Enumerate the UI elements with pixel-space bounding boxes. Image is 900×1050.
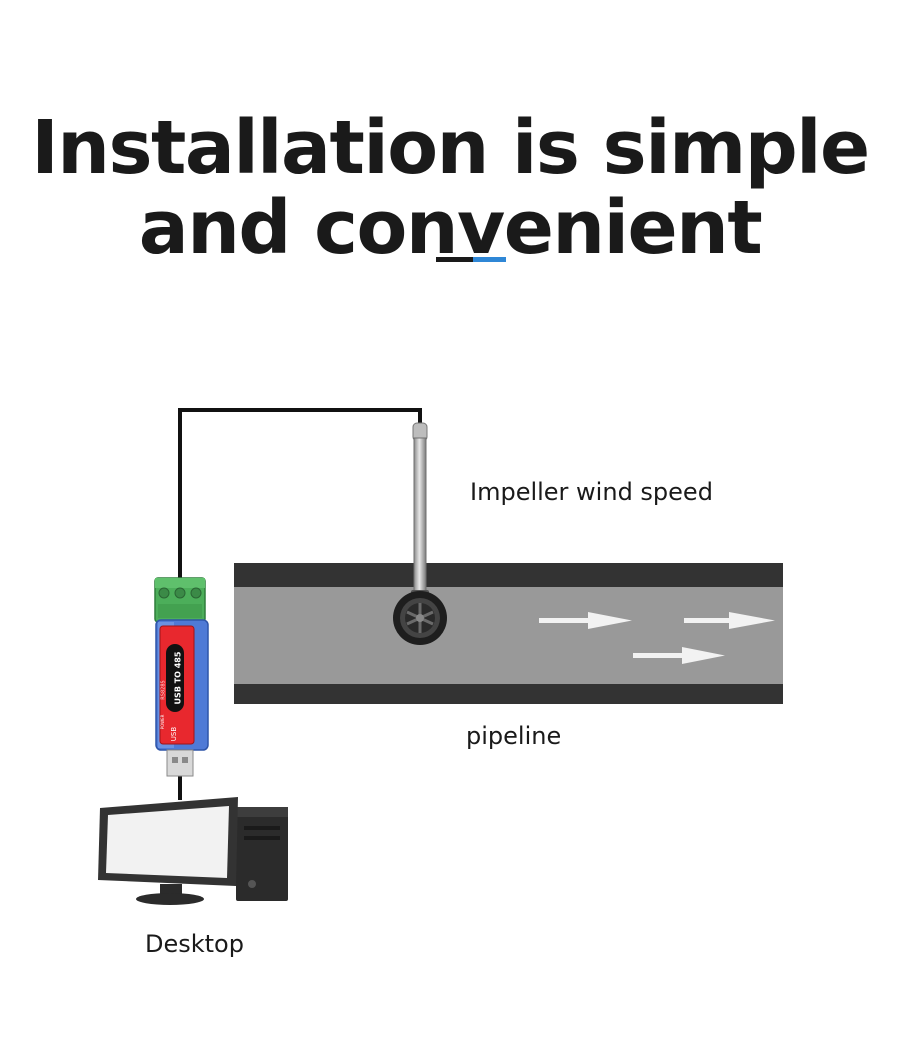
converter-label-main: USB TO 485 — [174, 651, 183, 704]
pipeline — [234, 563, 783, 704]
pipeline-wall-top — [234, 563, 783, 587]
title-line-1: Installation is simple — [31, 104, 870, 191]
divider-blue-segment — [473, 257, 506, 262]
converter-label-brand: RS8285 — [161, 680, 167, 699]
title-line-2: and convenient — [138, 184, 763, 271]
pipeline-wall-bottom — [234, 684, 783, 704]
impeller-anemometer-icon — [393, 422, 447, 645]
converter-label-usb: USB — [170, 727, 178, 742]
page-title: Installation is simple and convenient — [0, 108, 900, 268]
flow-arrow-icon — [539, 612, 632, 629]
sensor-cable — [178, 408, 422, 582]
flow-arrow-icon — [633, 647, 725, 664]
usb-to-485-converter-icon: USB TO 485 RS8285 POWER USB — [154, 577, 209, 777]
desktop-label: Desktop — [145, 930, 244, 958]
title-divider — [436, 257, 506, 262]
impeller-label: Impeller wind speed — [470, 478, 713, 506]
pipeline-inner — [234, 587, 783, 684]
divider-dark-segment — [436, 257, 473, 262]
converter-label-power: POWER — [160, 714, 165, 729]
pipeline-label: pipeline — [466, 722, 562, 750]
desktop-computer-icon — [98, 797, 288, 905]
flow-arrow-icon — [684, 612, 775, 629]
